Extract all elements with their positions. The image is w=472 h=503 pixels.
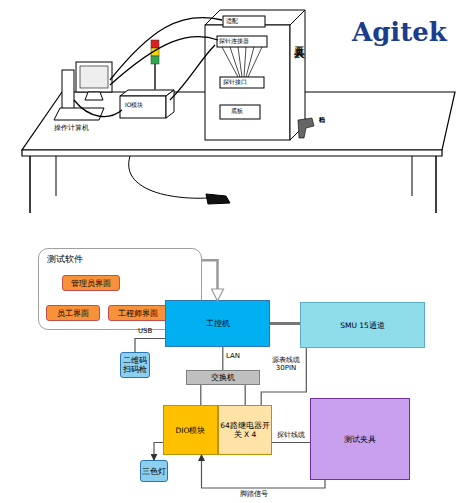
fixture-box: 测试夹具 xyxy=(310,398,410,480)
part-name: 探针连接器 xyxy=(219,38,249,45)
io-box xyxy=(120,96,166,118)
smu-cable xyxy=(261,348,306,405)
node-text: DIO模块 xyxy=(176,426,206,435)
probe-wires xyxy=(222,47,262,77)
node-text: 交换机 xyxy=(211,373,235,382)
part-name: 操作计算机 xyxy=(54,124,89,132)
light-signal xyxy=(154,443,163,461)
part-name: 探针接口 xyxy=(223,79,247,86)
probe-cable xyxy=(272,442,310,443)
relay-box: 64路继电器开关 X 4 xyxy=(218,405,272,455)
table-leg xyxy=(29,156,31,213)
green-light xyxy=(151,56,159,64)
monitor-stand xyxy=(85,92,103,100)
table-leg xyxy=(435,156,437,213)
cables xyxy=(74,18,222,117)
node-text: 工控机 xyxy=(206,319,230,328)
software-arrow xyxy=(202,260,218,300)
light-box: 三色灯 xyxy=(140,460,168,482)
light-pole xyxy=(154,64,156,90)
pedal-signal xyxy=(202,455,326,488)
node-text: 员工界面 xyxy=(57,309,89,318)
node-text: 三色灯 xyxy=(142,467,166,476)
instrument-link xyxy=(270,322,300,325)
lan-line xyxy=(222,347,223,370)
part-name: IO模块 xyxy=(125,102,144,109)
adapter-plate xyxy=(223,16,265,27)
keyboard xyxy=(54,108,104,120)
usb-line xyxy=(135,339,165,353)
node-text: SMU 15通道 xyxy=(340,321,385,330)
node-text: 工程师界面 xyxy=(118,309,158,318)
table-leg xyxy=(56,156,57,196)
part-name: 适配 xyxy=(226,18,238,25)
part-name: 底板 xyxy=(231,108,243,115)
edge-label: USB xyxy=(138,327,152,335)
scanner-box: 二维码扫码枪 xyxy=(120,352,150,378)
node-text: 测试夹具 xyxy=(344,435,376,444)
pedal-cable xyxy=(129,156,208,198)
io-box-top xyxy=(120,90,174,96)
ipc-box: 工控机 xyxy=(165,300,270,347)
monitor xyxy=(76,62,112,92)
probe-connector xyxy=(217,36,267,47)
edge-label: 脚踏信号 xyxy=(240,490,268,498)
ui-box: 工程师界面 xyxy=(108,305,168,321)
base-plate xyxy=(220,105,260,119)
network-line xyxy=(245,385,246,405)
ui-box: 管理员界面 xyxy=(62,275,120,291)
pc-tower xyxy=(62,70,74,110)
fixture-front xyxy=(205,25,290,140)
probe-interface xyxy=(220,77,264,88)
scanner-gun xyxy=(298,118,314,138)
ui-box: 员工界面 xyxy=(46,305,100,321)
node-text: 二维码扫码枪 xyxy=(121,356,149,374)
node-text: 测试软件 xyxy=(47,254,83,264)
network-line xyxy=(200,385,201,405)
dio-box: DIO模块 xyxy=(163,405,218,455)
switch-box: 交换机 xyxy=(186,370,260,385)
logo-text: Agitek xyxy=(352,18,447,48)
table-edge xyxy=(22,150,442,156)
table-leg xyxy=(412,156,413,196)
red-light xyxy=(151,40,159,48)
edge-label: LAN xyxy=(226,352,240,360)
io-box-side xyxy=(166,90,174,118)
foot-pedal xyxy=(206,194,230,204)
node-text: 管理员界面 xyxy=(71,279,111,288)
monitor-screen xyxy=(80,66,108,88)
edge-label: 源表线缆 30PIN xyxy=(268,356,304,372)
node-text: 64路继电器开关 X 4 xyxy=(219,421,271,439)
smu-box: SMU 15通道 xyxy=(300,302,425,348)
edge-label: 探针线缆 xyxy=(277,431,305,439)
